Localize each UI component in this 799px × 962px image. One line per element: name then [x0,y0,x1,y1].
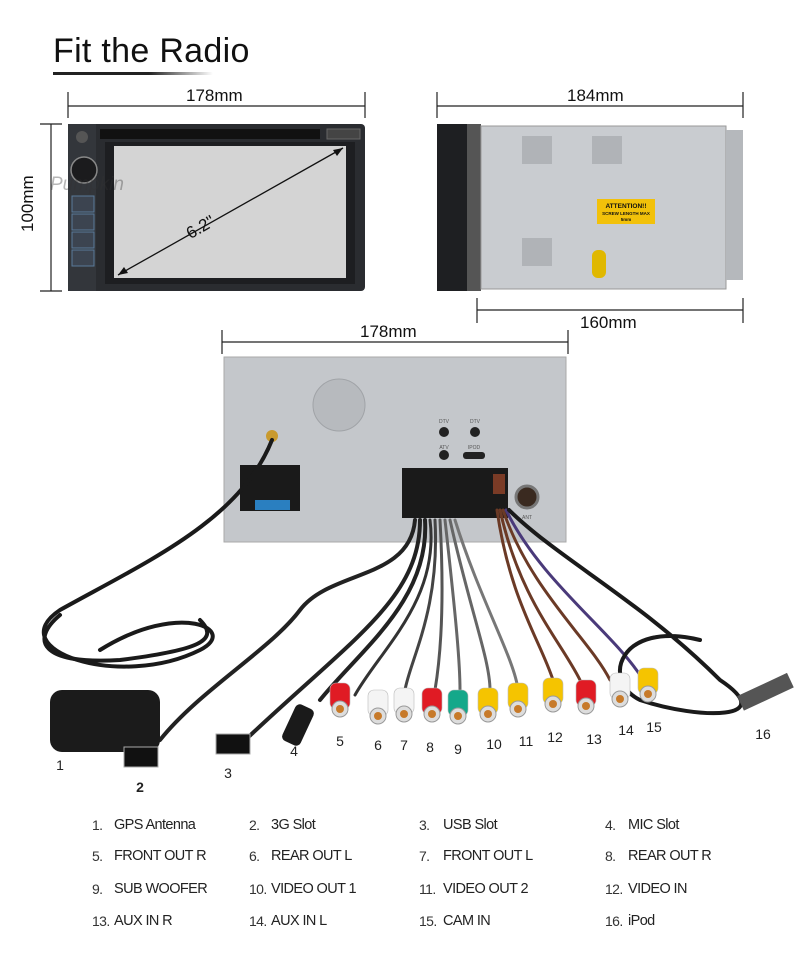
legend-number: 8. [605,848,616,864]
connector-number-3: 3 [224,765,232,781]
side-body-depth-label: 160mm [580,313,637,332]
legend-label: MIC Slot [628,817,679,833]
rca-plug-14 [609,672,631,708]
legend-number: 3. [419,817,430,833]
connector-number-6: 6 [374,737,382,753]
legend-label: REAR OUT L [271,848,352,864]
legend-number: 6. [249,848,260,864]
warning-sticker-line1: ATTENTION!! [605,203,646,210]
legend-label: VIDEO OUT 2 [443,881,529,897]
legend-number: 5. [92,848,103,864]
legend-number: 4. [605,817,616,833]
connector-number-13: 13 [586,731,602,747]
front-width-label: 178mm [186,86,243,105]
port-label-dtv-1: DTV [439,419,450,425]
side-depth-dimension [436,92,744,323]
legend-label: REAR OUT R [628,848,712,864]
connector-number-9: 9 [454,741,462,757]
legend-number: 12. [605,881,623,897]
connector-number-2: 2 [136,779,144,795]
legend-label: AUX IN R [114,913,173,929]
connector-number-14: 14 [618,722,634,738]
rca-plug-11 [507,682,529,718]
legend-number: 13. [92,913,110,929]
legend-number: 10. [249,881,267,897]
legend-number: 7. [419,848,430,864]
side-depth-label: 184mm [567,86,624,105]
connector-number-16: 16 [755,726,771,742]
connector-number-15: 15 [646,719,662,735]
legend-label: iPod [628,913,655,929]
usb-connector [215,733,251,755]
rca-plug-15 [637,667,659,703]
legend-label: GPS Antenna [114,817,196,833]
front-height-dimension [40,123,62,292]
legend-number: 1. [92,817,103,833]
ipod-connector [737,672,794,711]
port-label-atv: ATV [439,445,449,451]
legend-label: 3G Slot [271,817,316,833]
rca-plug-7 [393,687,415,723]
rear-width-dimension [221,330,569,354]
title-underline [53,72,213,75]
legend-label: FRONT OUT L [443,848,533,864]
legend-label: USB Slot [443,817,498,833]
rca-plug-8 [421,687,443,723]
legend-label: FRONT OUT R [114,848,207,864]
port-label-ipod: IPOD [468,445,481,451]
radio-front-panel [68,124,365,291]
rca-plug-13 [575,679,597,715]
cable-harness [41,438,744,747]
connector-number-5: 5 [336,733,344,749]
legend-number: 16. [605,913,623,929]
connector-number-10: 10 [486,736,502,752]
rear-width-label: 178mm [360,322,417,341]
connector-number-11: 11 [519,733,534,749]
brand-watermark: Pumpkin [50,174,124,195]
legend-label: AUX IN L [271,913,327,929]
connector-number-7: 7 [400,737,408,753]
rca-plug-10 [477,687,499,723]
legend-number: 9. [92,881,103,897]
warning-sticker-line2: SCREW LENGTH MAX [602,211,650,216]
port-label-ant: ANT [522,515,532,521]
rca-plug-6 [367,689,389,725]
connector-number-4: 4 [290,743,298,759]
radio-side-chassis [437,124,743,291]
legend-label: VIDEO IN [628,881,687,897]
gps-antenna [50,690,160,752]
legend-label: CAM IN [443,913,491,929]
legend-number: 2. [249,817,260,833]
rca-connectors [329,667,659,725]
connector-number-12: 12 [547,729,563,745]
legend-label: SUB WOOFER [114,881,208,897]
connector-number-8: 8 [426,739,434,755]
legend-number: 11. [419,881,436,897]
legend-number: 14. [249,913,267,929]
rca-plug-5 [329,682,351,718]
port-label-dtv-2: DTV [470,419,481,425]
legend-label: VIDEO OUT 1 [271,881,357,897]
rca-plug-12 [542,677,564,713]
warning-sticker-line3: 5mm [621,217,632,222]
front-width-dimension [67,92,366,118]
3g-usb-connector [123,746,159,768]
page-title: Fit the Radio [53,32,250,70]
mic-jack [282,704,314,746]
rca-plug-9 [447,689,469,725]
legend-number: 15. [419,913,437,929]
connector-number-1: 1 [56,757,64,773]
